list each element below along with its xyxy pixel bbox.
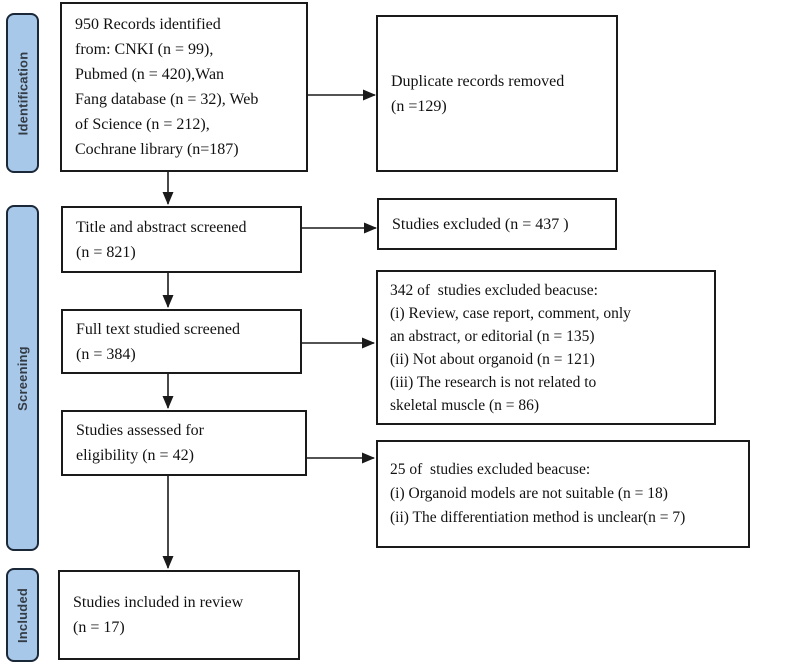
box-excluded-25: 25 of studies excluded beacuse: (i) Orga… (376, 440, 750, 548)
box-duplicates-removed: Duplicate records removed (n =129) (376, 15, 618, 172)
box-records-identified: 950 Records identified from: CNKI (n = 9… (60, 2, 308, 172)
stage-label-screening: Screening (15, 345, 30, 411)
box-included-review: Studies included in review (n = 17) (58, 570, 300, 660)
stage-pill-screening: Screening (6, 205, 39, 551)
stage-pill-included: Included (6, 568, 39, 662)
box-title-abstract-screened: Title and abstract screened (n = 821) (61, 206, 302, 273)
box-excluded-342: 342 of studies excluded beacuse: (i) Rev… (376, 270, 716, 425)
stage-label-included: Included (15, 587, 30, 643)
box-studies-excluded-437: Studies excluded (n = 437 ) (377, 198, 617, 250)
box-full-text-screened: Full text studied screened (n = 384) (61, 309, 302, 374)
stage-pill-identification: Identification (6, 13, 39, 173)
box-assessed-eligibility: Studies assessed for eligibility (n = 42… (61, 410, 307, 476)
stage-label-identification: Identification (15, 51, 31, 135)
